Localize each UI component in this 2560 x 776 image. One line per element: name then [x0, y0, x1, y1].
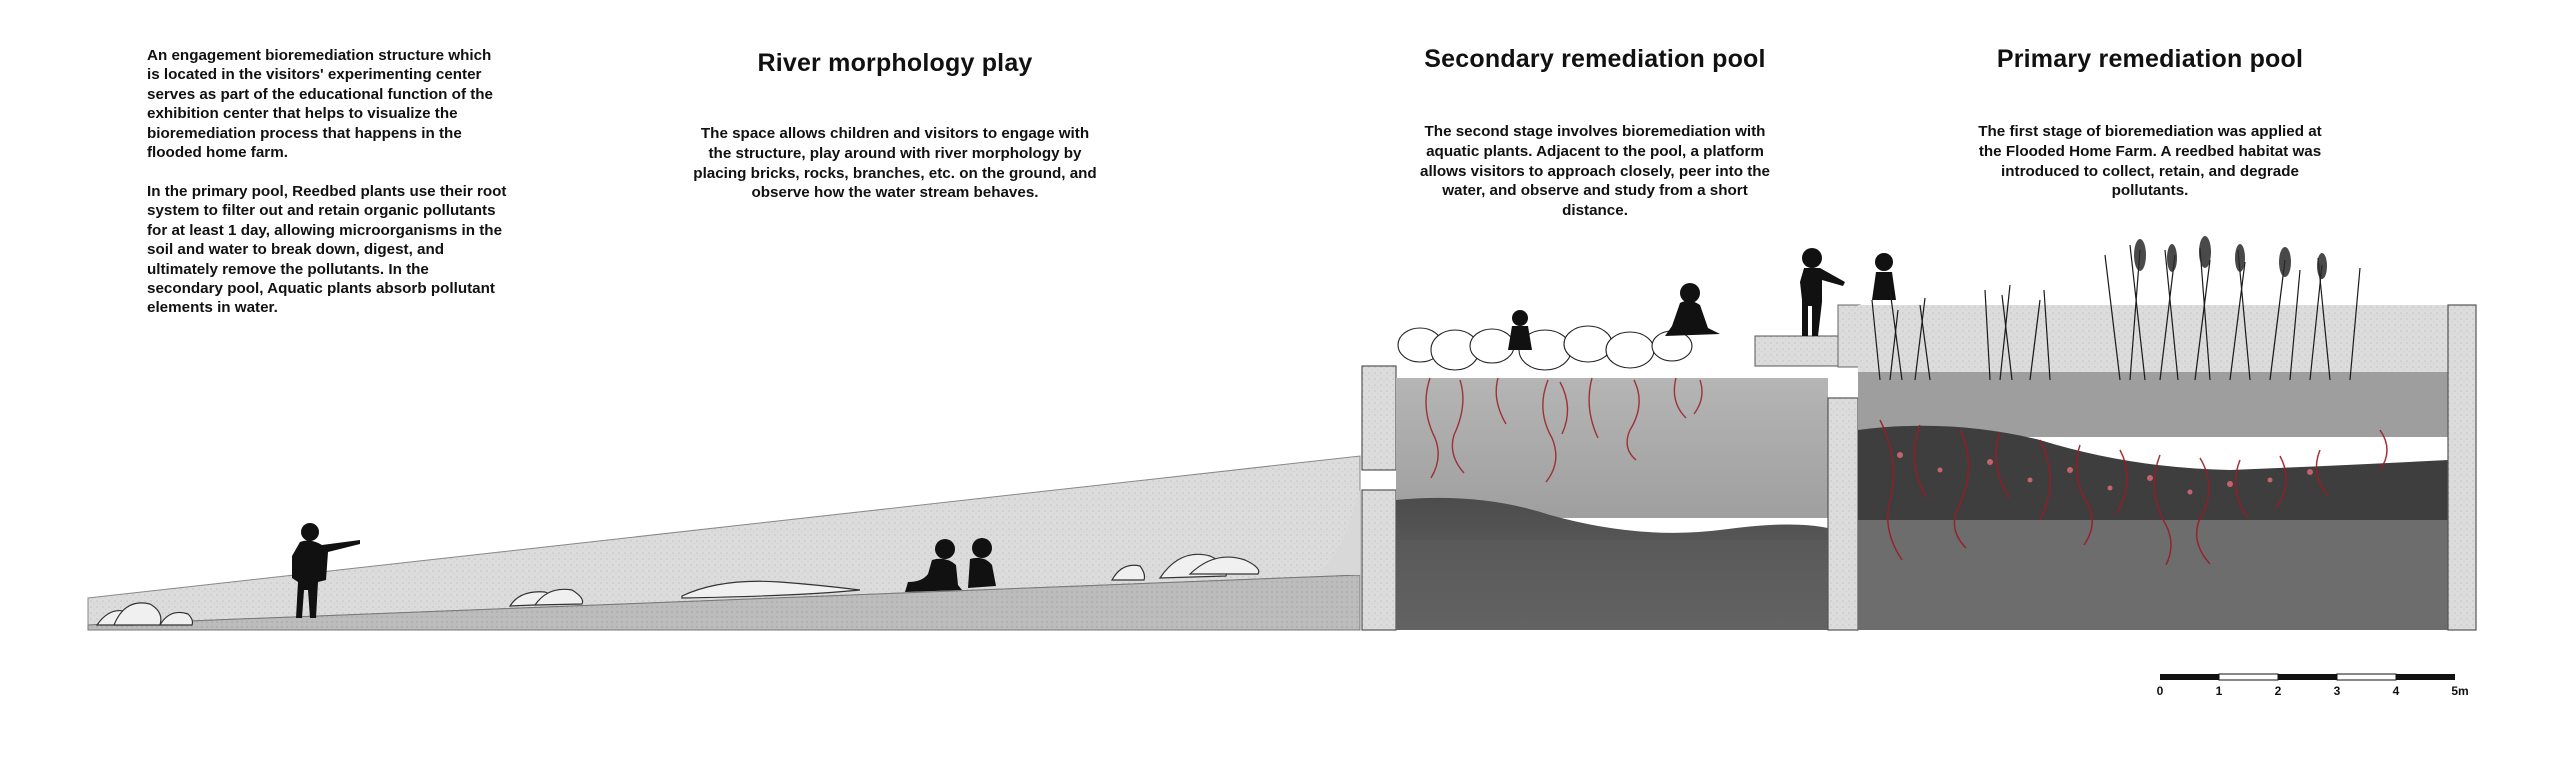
secondary-pool-base: [1396, 540, 1828, 630]
scale-label-1: 1: [2215, 684, 2223, 698]
aquatic-plant-roots: [1425, 377, 1703, 483]
reedbed-roots: [1879, 419, 2388, 566]
primary-pool-right-wall: [2447, 304, 2477, 631]
river-rocks: [95, 553, 1260, 626]
intro-text: An engagement bioremediation structure w…: [147, 46, 507, 337]
secondary-pool-left-wall-lower: [1361, 489, 1397, 631]
ramp-ground-strip: [87, 574, 1361, 631]
river-morphology-description: The space allows children and visitors t…: [693, 125, 1097, 202]
ramp-curved-transition: [1310, 490, 1360, 575]
secondary-pool-title: Secondary remediation pool: [1424, 45, 1766, 73]
secondary-pool-description: The second stage involves bioremediation…: [1420, 123, 1770, 219]
primary-pool-top-ledge: [1837, 304, 1861, 368]
primary-pool-back-wall: [1858, 305, 2448, 375]
primary-pool-water: [1858, 372, 2448, 437]
scale-label-5m: 5m: [2451, 684, 2469, 698]
reedbed-plants: [1871, 244, 2361, 381]
primary-pool-base: [1858, 520, 2448, 630]
microorganism-dots: [1897, 452, 2313, 495]
primary-pool-title: Primary remediation pool: [1996, 45, 2304, 73]
primary-pool-gravel-bed: [1858, 425, 2448, 530]
scale-bar: [2160, 673, 2455, 681]
intro-paragraph-1: An engagement bioremediation structure w…: [147, 47, 493, 162]
scale-label-2: 2: [2274, 684, 2282, 698]
scale-label-0: 0: [2156, 684, 2164, 698]
sitting-children-silhouette: [905, 538, 996, 592]
child-pointing-silhouette: [292, 523, 360, 618]
secondary-pool-water: [1396, 378, 1828, 518]
river-morphology-title: River morphology play: [757, 49, 1033, 77]
aquatic-plants-floating: [1397, 325, 1693, 371]
primary-pool-left-wall: [1827, 397, 1859, 631]
scale-label-4: 4: [2392, 684, 2400, 698]
scale-label-3: 3: [2333, 684, 2341, 698]
reed-plumes: [2134, 236, 2327, 279]
primary-pool-description: The first stage of bioremediation was ap…: [1978, 123, 2322, 200]
secondary-pool-left-wall-upper: [1361, 365, 1397, 471]
intro-paragraph-2: In the primary pool, Reedbed plants use …: [147, 182, 507, 317]
